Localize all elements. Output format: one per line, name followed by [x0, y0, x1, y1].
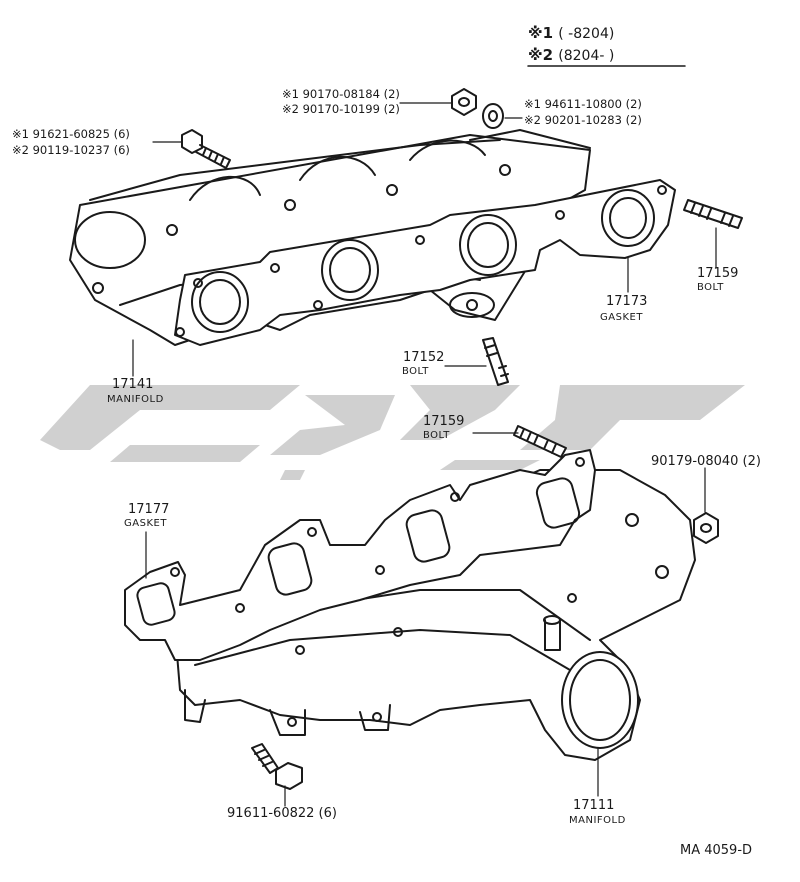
leader-lines: [132, 102, 717, 807]
lower-nut-drawing: [693, 512, 719, 544]
lower-bolt-drawing: [251, 743, 303, 790]
label-upper-bolt-1: ※1 91621-60825 (6): [12, 127, 130, 141]
label-right-stud-name: BOLT: [697, 282, 724, 293]
lower-stud-drawing: [513, 425, 567, 458]
label-exhaust-manifold-name: MANIFOLD: [107, 394, 164, 405]
legend-mark-1: ※1: [528, 24, 554, 42]
label-intake-gasket-name: GASKET: [124, 518, 167, 529]
label-washer-2: ※2 90201-10283 (2): [524, 113, 642, 127]
label-upper-bolt-2: ※2 90119-10237 (6): [12, 143, 130, 157]
label-lower-bolt: 91611-60822 (6): [227, 806, 337, 821]
exhaust-gasket-drawing: [174, 179, 676, 346]
label-intake-gasket-number: 17177: [128, 502, 170, 517]
label-right-stud-number: 17159: [697, 266, 739, 281]
diagram-code: MA 4059-D: [680, 843, 753, 858]
upper-bolt-drawing: [181, 129, 231, 169]
legend-line-1: ※1 ( -8204): [528, 24, 614, 42]
label-exhaust-manifold-number: 17141: [112, 377, 154, 392]
label-exhaust-gasket-number: 17173: [606, 294, 648, 309]
legend-range-1: ( -8204): [558, 26, 615, 42]
label-intake-manifold-number: 17111: [573, 798, 615, 813]
legend-mark-2: ※2: [528, 46, 554, 64]
right-stud-drawing: [683, 199, 743, 229]
label-upper-nut-1: ※1 90170-08184 (2): [282, 87, 400, 101]
intake-manifold-drawing: [174, 469, 696, 761]
label-lower-stud-name: BOLT: [423, 430, 450, 441]
watermark-logo: [40, 385, 745, 480]
label-washer-1: ※1 94611-10800 (2): [524, 97, 642, 111]
label-lower-nut: 90179-08040 (2): [651, 454, 761, 469]
label-intake-manifold-name: MANIFOLD: [569, 815, 626, 826]
label-exhaust-gasket-name: GASKET: [600, 312, 643, 323]
label-middle-stud-name: BOLT: [402, 366, 429, 377]
washer-drawing: [482, 103, 504, 129]
label-middle-stud-number: 17152: [403, 350, 445, 365]
middle-stud-drawing: [482, 337, 509, 386]
label-upper-nut-2: ※2 90170-10199 (2): [282, 102, 400, 116]
intake-gasket-drawing: [124, 449, 596, 661]
legend-line-2: ※2 (8204- ): [528, 46, 614, 64]
upper-nut-drawing: [451, 88, 477, 116]
legend-range-2: (8204- ): [558, 48, 615, 64]
label-lower-stud-number: 17159: [423, 414, 465, 429]
